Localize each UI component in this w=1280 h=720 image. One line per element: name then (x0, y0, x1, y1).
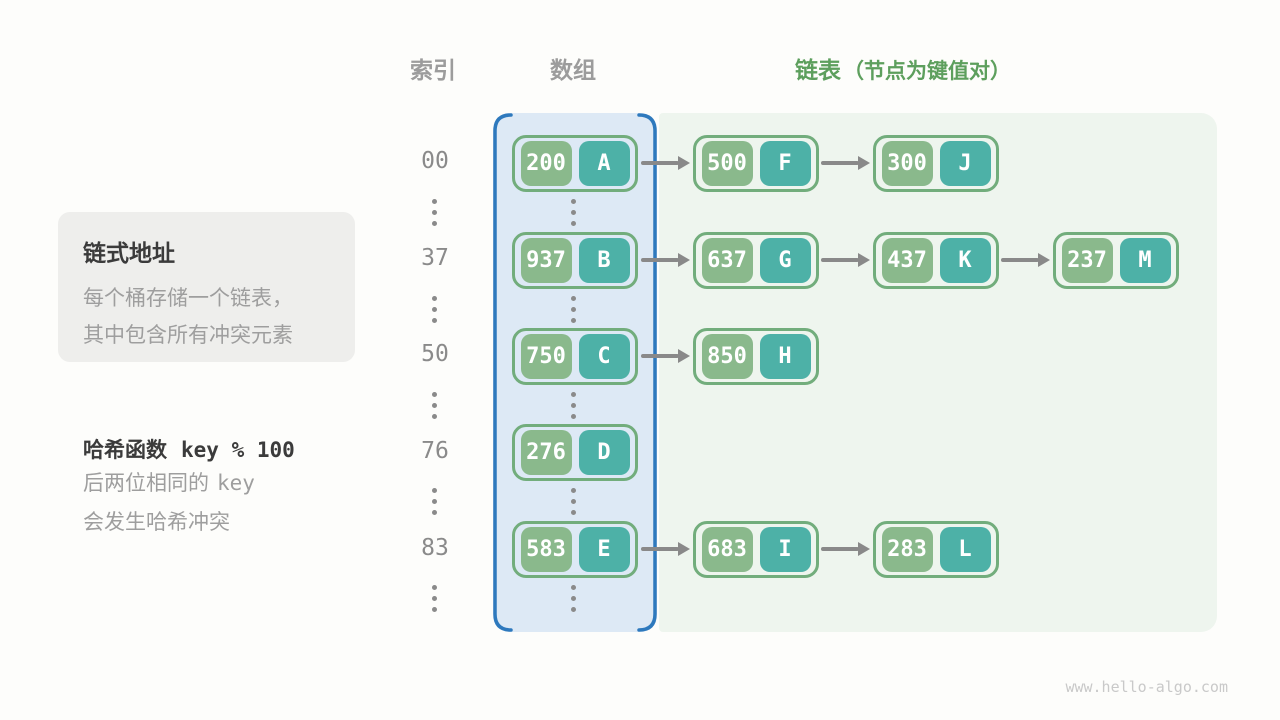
bucket-node: 750 C (512, 328, 638, 385)
node-value: D (578, 430, 630, 475)
ellipsis-icon (571, 585, 576, 618)
node-key: 937 (520, 238, 572, 283)
node-value: G (759, 238, 811, 283)
chain-node: 683 I (693, 521, 819, 578)
list-header-note: （节点为键值对） (843, 60, 1011, 83)
hash-function-note: 哈希函数 key % 100 后两位相同的 key 会发生哈希冲突 (83, 434, 295, 542)
chain-node: 437 K (873, 232, 999, 289)
info-box-title: 链式地址 (83, 240, 175, 266)
node-key: 200 (520, 141, 572, 186)
chain-node: 500 F (693, 135, 819, 192)
node-value: B (578, 238, 630, 283)
node-value: I (759, 527, 811, 572)
site-watermark: www.hello-algo.com (1065, 678, 1228, 696)
list-header-label: 链表 (795, 57, 841, 83)
node-value: A (578, 141, 630, 186)
node-key: 683 (701, 527, 753, 572)
arrow-icon (821, 156, 870, 170)
info-box-line1: 每个桶存储一个链表， (83, 287, 293, 310)
ellipsis-icon (432, 488, 437, 521)
ellipsis-icon (432, 296, 437, 329)
arrow-icon (821, 542, 870, 556)
arrow-icon (821, 253, 870, 267)
array-bracket-border (493, 113, 657, 632)
ellipsis-icon (571, 392, 576, 425)
hash-note-line2: 会发生哈希冲突 (83, 511, 230, 534)
node-value: M (1119, 238, 1171, 283)
hash-function-label: 哈希函数 (83, 439, 167, 462)
node-key: 276 (520, 430, 572, 475)
arrow-icon (641, 253, 690, 267)
node-key: 283 (881, 527, 933, 572)
node-key: 237 (1061, 238, 1113, 283)
index-label: 50 (421, 341, 449, 367)
arrow-icon (1001, 253, 1050, 267)
node-key: 437 (881, 238, 933, 283)
node-value: F (759, 141, 811, 186)
node-value: L (939, 527, 991, 572)
node-key: 583 (520, 527, 572, 572)
chain-node: 237 M (1053, 232, 1179, 289)
chain-node: 850 H (693, 328, 819, 385)
ellipsis-icon (432, 199, 437, 232)
chaining-info-box: 链式地址 每个桶存储一个链表， 其中包含所有冲突元素 (58, 212, 355, 362)
node-value: C (578, 334, 630, 379)
bucket-node: 276 D (512, 424, 638, 481)
chain-node: 637 G (693, 232, 819, 289)
node-key: 750 (520, 334, 572, 379)
bucket-node: 583 E (512, 521, 638, 578)
node-key: 500 (701, 141, 753, 186)
hash-note-line1-code: key (217, 471, 255, 495)
node-value: E (578, 527, 630, 572)
chain-node: 300 J (873, 135, 999, 192)
info-box-line2: 其中包含所有冲突元素 (83, 324, 293, 347)
index-label: 37 (421, 245, 449, 271)
list-column-header: 链表（节点为键值对） (795, 55, 1011, 85)
ellipsis-icon (571, 488, 576, 521)
hash-function-formula: key % 100 (181, 438, 295, 462)
index-label: 83 (421, 535, 449, 561)
ellipsis-icon (571, 296, 576, 329)
bucket-node: 200 A (512, 135, 638, 192)
bucket-node: 937 B (512, 232, 638, 289)
index-label: 76 (421, 438, 449, 464)
array-column-header: 数组 (550, 57, 596, 83)
ellipsis-icon (432, 585, 437, 618)
node-key: 850 (701, 334, 753, 379)
node-value: J (939, 141, 991, 186)
node-key: 300 (881, 141, 933, 186)
arrow-icon (641, 156, 690, 170)
ellipsis-icon (571, 199, 576, 232)
ellipsis-icon (432, 392, 437, 425)
hash-note-line1-text: 后两位相同的 (83, 472, 209, 495)
node-value: K (939, 238, 991, 283)
hash-note-line1: 后两位相同的 key (83, 464, 295, 503)
hash-function-title: 哈希函数 key % 100 (83, 434, 295, 464)
chain-node: 283 L (873, 521, 999, 578)
index-label: 00 (421, 148, 449, 174)
index-column-header: 索引 (410, 57, 456, 83)
node-value: H (759, 334, 811, 379)
arrow-icon (641, 542, 690, 556)
node-key: 637 (701, 238, 753, 283)
arrow-icon (641, 349, 690, 363)
